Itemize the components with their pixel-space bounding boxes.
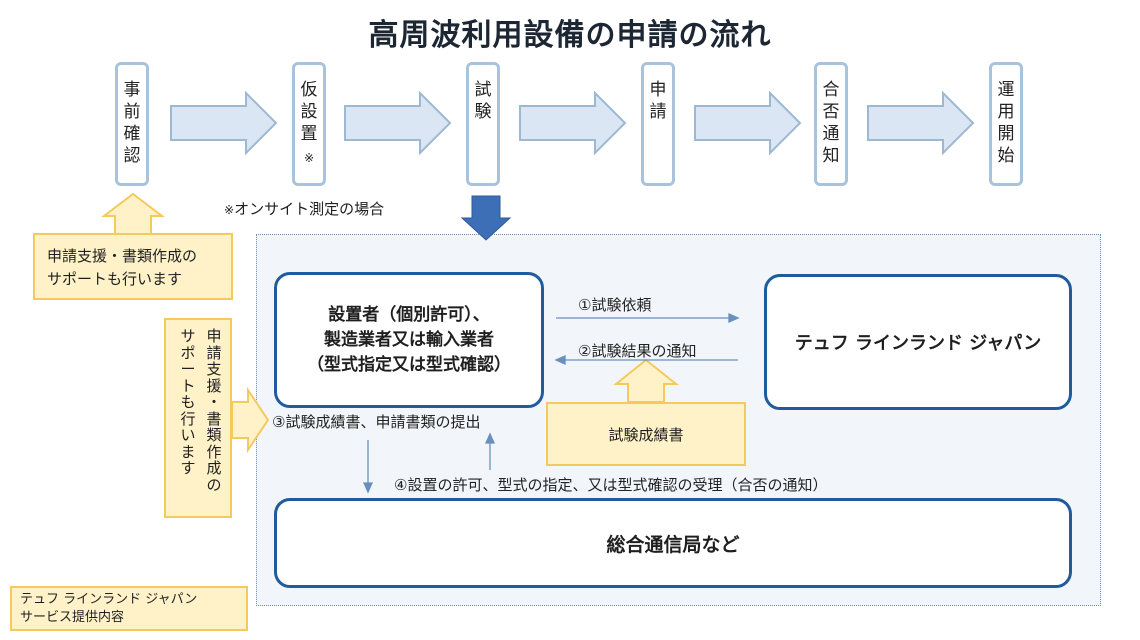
bureau-name: 総合通信局など <box>606 533 740 556</box>
support-right-arrow <box>231 386 270 454</box>
step-label: 合 否 通 知 <box>822 80 840 166</box>
support-line-2: サポートも行います <box>47 270 183 288</box>
step-approval-notice: 合 否 通 知 <box>814 62 848 186</box>
flow-arrow-4 <box>694 90 802 156</box>
step-operation-start: 運 用 開 始 <box>989 62 1023 186</box>
legend-line-2: サービス提供内容 <box>20 610 125 625</box>
support-line-1: 申請支援・書類作成の <box>47 247 198 265</box>
support-box-prior: 申請支援・書類作成の サポートも行います <box>33 233 233 300</box>
footnote-text: オンサイト測定の場合 <box>234 200 385 218</box>
step-note-mark: ※ <box>303 151 315 165</box>
flow-arrow-1 <box>170 90 278 156</box>
test-report-label: 試験成績書 <box>608 425 684 444</box>
legend-box: テュフ ラインランド ジャパン サービス提供内容 <box>10 586 248 631</box>
step-label: 仮 設 置 <box>300 80 318 144</box>
support-side-col1: 申 請 支 援 ・ 書 類 作 成 の <box>206 327 222 494</box>
flow-label-approval: ④設置の許可、型式の指定、又は型式確認の受理（合否の通知） <box>394 476 828 494</box>
step-prior-check: 事 前 確 認 <box>115 62 149 186</box>
applicant-box: 設置者（個別許可）、 製造業者又は輸入業者 （型式指定又は型式確認） <box>274 272 544 408</box>
flow-arrow-5 <box>867 90 975 156</box>
step-label: 試 験 <box>474 80 492 122</box>
report-up-arrow <box>613 358 679 403</box>
lab-name: テュフ ラインランド ジャパン <box>794 333 1042 354</box>
step-testing: 試 験 <box>466 62 500 186</box>
step-label: 事 前 確 認 <box>123 80 141 166</box>
applicant-line-1: 設置者（個別許可）、 <box>328 304 490 325</box>
bureau-box: 総合通信局など <box>274 498 1072 588</box>
step-label: 申 請 <box>649 80 667 122</box>
flow-arrow-2 <box>344 90 452 156</box>
down-arrow-test <box>460 195 512 241</box>
flow-label-request: ①試験依頼 <box>578 296 652 314</box>
support-side-col2: サ ポ ー ト も 行 い ま す <box>180 327 196 477</box>
page-title: 高周波利用設備の申請の流れ <box>368 18 772 53</box>
flow-arrow-3 <box>519 90 627 156</box>
footnote: ※オンサイト測定の場合 <box>224 198 384 219</box>
step-temporary-install: 仮 設 置 ※ <box>292 62 326 186</box>
step-application: 申 請 <box>641 62 675 186</box>
test-report-box: 試験成績書 <box>546 402 746 466</box>
flow-label-submission: ③試験成績書、申請書類の提出 <box>272 413 481 431</box>
legend-line-1: テュフ ラインランド ジャパン <box>20 592 198 607</box>
support-box-application: 申 請 支 援 ・ 書 類 作 成 の サ ポ ー ト も 行 い ま す <box>164 318 232 518</box>
applicant-line-3: （型式指定又は型式確認） <box>307 354 511 375</box>
step-label: 運 用 開 始 <box>997 80 1015 166</box>
footnote-mark: ※ <box>224 203 235 217</box>
applicant-line-2: 製造業者又は輸入業者 <box>324 329 494 350</box>
support-up-arrow <box>101 192 165 235</box>
lab-box: テュフ ラインランド ジャパン <box>764 274 1072 410</box>
flow-label-result: ②試験結果の通知 <box>578 342 697 360</box>
